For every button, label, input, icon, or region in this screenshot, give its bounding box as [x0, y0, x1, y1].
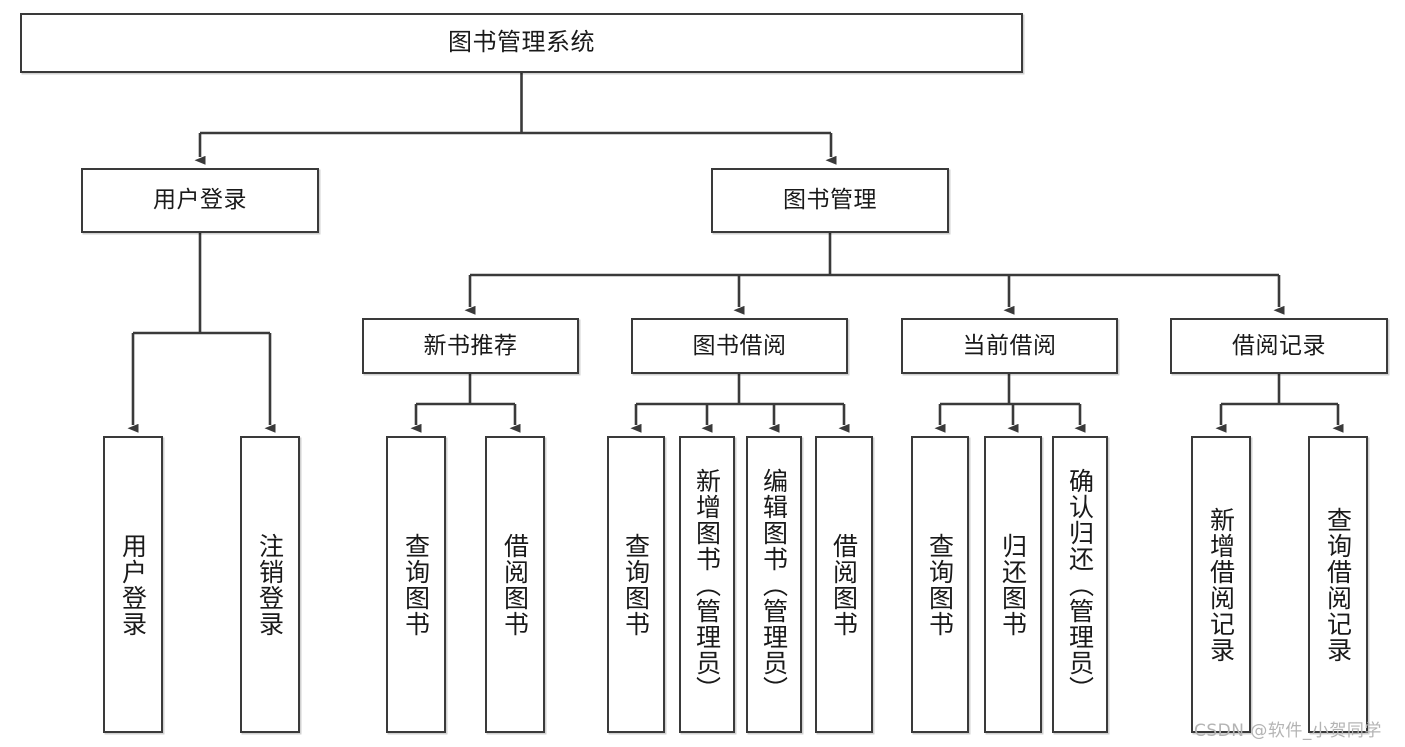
node-borrow-record[interactable]: 借阅记录: [1170, 318, 1388, 374]
node-label: 新增借阅记录: [1206, 506, 1236, 663]
leaf-node-edit-book-admin[interactable]: 编辑图书（管理员）: [746, 436, 802, 733]
node-current-borrow[interactable]: 当前借阅: [901, 318, 1118, 374]
csdn-watermark: CSDN @软件_小贺同学: [1194, 721, 1382, 741]
node-label: 查询图书: [401, 532, 431, 637]
node-label: 查询图书: [925, 532, 955, 637]
node-label: 用户登录: [118, 532, 148, 637]
node-label: 图书管理系统: [448, 28, 595, 57]
node-root-system[interactable]: 图书管理系统: [20, 13, 1023, 73]
leaf-node-return-book[interactable]: 归还图书: [984, 436, 1042, 733]
node-label: 查询借阅记录: [1323, 506, 1353, 663]
leaf-node-add-borrow-record[interactable]: 新增借阅记录: [1191, 436, 1251, 733]
node-label: 编辑图书（管理员）: [759, 467, 789, 702]
node-user-login[interactable]: 用户登录: [81, 168, 319, 233]
node-label: 新书推荐: [423, 332, 518, 359]
node-book-borrow[interactable]: 图书借阅: [631, 318, 848, 374]
node-label: 注销登录: [255, 532, 285, 637]
leaf-node-user-login[interactable]: 用户登录: [103, 436, 163, 733]
leaf-node-borrow-book[interactable]: 借阅图书: [815, 436, 873, 733]
node-label: 图书借阅: [692, 332, 787, 359]
node-label: 借阅图书: [829, 532, 859, 637]
leaf-node-borrow-book-recommend[interactable]: 借阅图书: [485, 436, 545, 733]
node-label: 查询图书: [621, 532, 651, 637]
node-book-management[interactable]: 图书管理: [711, 168, 949, 233]
node-label: 借阅图书: [500, 532, 530, 637]
leaf-node-query-book-borrow[interactable]: 查询图书: [607, 436, 665, 733]
leaf-node-logout[interactable]: 注销登录: [240, 436, 300, 733]
leaf-node-query-book-recommend[interactable]: 查询图书: [386, 436, 446, 733]
leaf-node-add-book-admin[interactable]: 新增图书（管理员）: [679, 436, 735, 733]
leaf-node-query-book-current[interactable]: 查询图书: [911, 436, 969, 733]
node-label: 图书管理: [783, 187, 877, 214]
leaf-node-query-borrow-record[interactable]: 查询借阅记录: [1308, 436, 1368, 733]
node-label: 确认归还（管理员）: [1065, 467, 1095, 702]
node-label: 当前借阅: [962, 332, 1057, 359]
node-label: 新增图书（管理员）: [692, 467, 722, 702]
node-label: 归还图书: [998, 532, 1028, 637]
node-label: 用户登录: [153, 187, 247, 214]
node-new-book-recommend[interactable]: 新书推荐: [362, 318, 579, 374]
node-label: 借阅记录: [1232, 332, 1326, 359]
leaf-node-confirm-return-admin[interactable]: 确认归还（管理员）: [1052, 436, 1108, 733]
